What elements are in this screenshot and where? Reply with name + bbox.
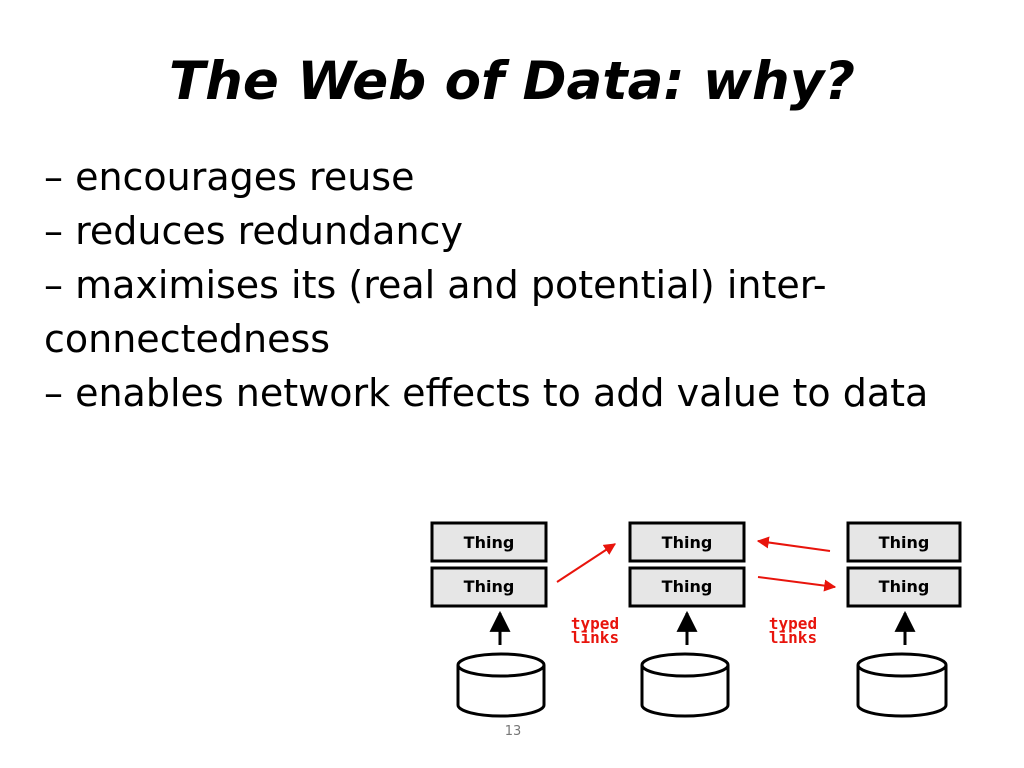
thing-box — [628, 521, 746, 563]
thing-label: Thing — [662, 533, 713, 552]
page-number: 13 — [504, 724, 522, 739]
thing-label: Thing — [879, 577, 930, 596]
dataset-column-2: Thing Thing — [628, 521, 746, 718]
typed-links-label: links — [571, 628, 619, 647]
bullet-list: – encourages reuse – reduces redundancy … — [44, 150, 944, 420]
bullet-item: – reduces redundancy — [44, 209, 463, 253]
web-of-data-diagram: Thing Thing Thing Thing Thing Thing — [430, 521, 962, 718]
thing-box — [628, 566, 746, 608]
bullet-item: – maximises its (real and potential) int… — [44, 263, 827, 361]
typed-links-label: typed — [571, 614, 619, 633]
slide-title: The Web of Data: why? — [168, 51, 856, 112]
bullet-item: – enables network effects to add value t… — [44, 371, 929, 415]
typed-link-arrow — [556, 543, 617, 583]
typed-links-label: typed — [769, 614, 817, 633]
thing-box — [846, 521, 962, 563]
database-icon — [856, 652, 948, 718]
database-icon — [640, 652, 730, 718]
thing-label: Thing — [464, 577, 515, 596]
database-icon — [456, 652, 546, 718]
thing-label: Thing — [879, 533, 930, 552]
dataset-column-1: Thing Thing — [430, 521, 548, 718]
typed-link-arrow — [756, 536, 831, 552]
typed-link-arrow — [757, 576, 837, 592]
thing-label: Thing — [464, 533, 515, 552]
dataset-column-3: Thing Thing — [846, 521, 962, 718]
bullet-item: – encourages reuse — [44, 155, 415, 199]
typed-links-label: links — [769, 628, 817, 647]
thing-label: Thing — [662, 577, 713, 596]
thing-box — [430, 521, 548, 563]
thing-box — [430, 566, 548, 608]
thing-box — [846, 566, 962, 608]
